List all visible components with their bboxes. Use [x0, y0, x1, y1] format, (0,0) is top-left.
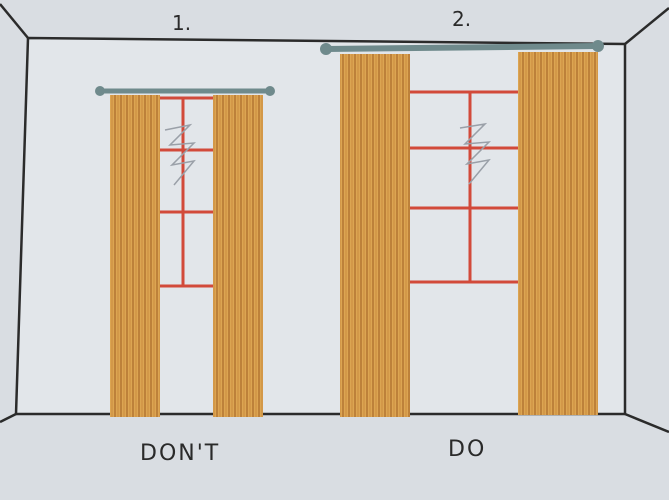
panel-do: 2. DO: [320, 7, 604, 462]
panel-dont: 1. DON'T: [95, 11, 275, 466]
caption-dont: DON'T: [140, 441, 220, 466]
curtain-left: [340, 54, 410, 417]
curtain-rod-icon: [95, 86, 275, 96]
curtain-left: [110, 95, 160, 417]
curtain-right: [213, 95, 263, 417]
panel-number-1: 1.: [172, 11, 191, 35]
window-scribble: [164, 123, 196, 186]
window-scribble-2: [459, 122, 491, 185]
panel-number-2: 2.: [452, 7, 471, 31]
curtain-right: [518, 52, 598, 415]
caption-do: DO: [448, 437, 486, 462]
curtain-rod-icon: [320, 40, 604, 55]
